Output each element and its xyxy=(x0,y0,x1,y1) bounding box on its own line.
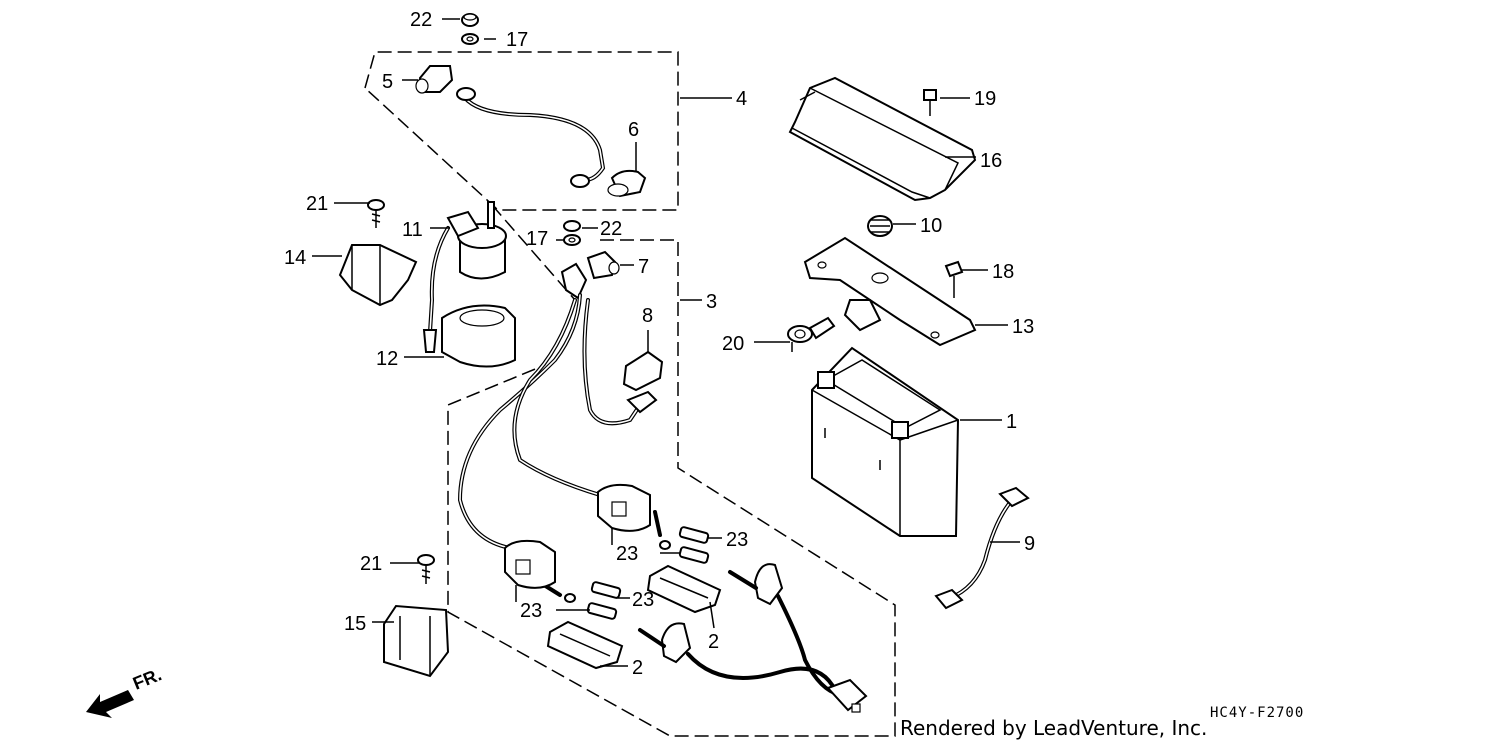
bracket-14 xyxy=(338,244,418,307)
label-16: 16 xyxy=(980,150,1002,172)
wire-harness-3 xyxy=(457,262,662,597)
battery-cover-16 xyxy=(788,76,977,202)
label-1: 1 xyxy=(1006,411,1017,433)
label-23-d: 23 xyxy=(520,600,542,622)
terminal-cover-5 xyxy=(415,65,454,94)
battery-1 xyxy=(811,346,960,537)
screw-21-top xyxy=(367,199,385,228)
group-outline-4 xyxy=(364,51,679,211)
label-12: 12 xyxy=(376,348,398,370)
label-11: 11 xyxy=(402,219,423,241)
nut-22-top xyxy=(461,13,479,27)
solenoid-guide-line xyxy=(491,204,576,301)
fuse-lid-2-upper xyxy=(646,564,722,614)
label-5: 5 xyxy=(382,71,393,93)
label-3: 3 xyxy=(706,291,717,313)
fuse-holder-lower xyxy=(504,539,576,603)
fuse-holder-upper xyxy=(597,483,671,550)
label-6: 6 xyxy=(628,119,639,141)
bolt-18 xyxy=(944,260,964,298)
label-14: 14 xyxy=(284,247,306,269)
label-18: 18 xyxy=(992,261,1014,283)
grommet-10 xyxy=(867,215,893,237)
washer-17-mid xyxy=(563,234,581,246)
band-20 xyxy=(787,316,836,352)
fuse-23-d xyxy=(586,602,618,620)
label-20: 20 xyxy=(722,333,744,355)
direction-label: FR. xyxy=(130,664,164,693)
label-22-top: 22 xyxy=(410,9,432,31)
battery-cable-4 xyxy=(456,87,606,188)
fuse-23-c xyxy=(590,581,622,599)
washer-17-top xyxy=(461,33,479,45)
relay-cover-12 xyxy=(441,304,516,368)
label-17-top: 17 xyxy=(506,29,528,51)
credit-text: Rendered by LeadVenture, Inc. xyxy=(900,716,1208,740)
diagram-code: HC4Y-F2700 xyxy=(1210,705,1305,721)
fuse-23-a xyxy=(678,526,710,544)
label-23-a: 23 xyxy=(726,529,748,551)
label-22-mid: 22 xyxy=(600,218,622,240)
label-9: 9 xyxy=(1024,533,1035,555)
label-17-mid: 17 xyxy=(526,228,548,250)
label-4: 4 xyxy=(736,88,747,110)
fuse-lid-2-lower xyxy=(546,620,624,670)
terminal-cover-7 xyxy=(586,250,620,280)
label-13: 13 xyxy=(1012,316,1034,338)
bolt-19 xyxy=(923,89,937,116)
label-23-c: 23 xyxy=(632,589,654,611)
nut-22-mid xyxy=(563,220,581,232)
terminal-cover-6 xyxy=(607,169,647,198)
label-2-lower: 2 xyxy=(632,657,643,679)
group-outline-3 xyxy=(447,239,896,737)
front-direction-arrow: FR. xyxy=(86,664,164,718)
harness-grommets xyxy=(638,563,868,713)
battery-holder-13 xyxy=(803,236,977,347)
battery-cable-9 xyxy=(934,486,1030,610)
label-21-top: 21 xyxy=(306,193,328,215)
label-7: 7 xyxy=(638,256,649,278)
label-21-lower: 21 xyxy=(360,553,382,575)
connector-cover-8 xyxy=(622,350,664,414)
label-10: 10 xyxy=(920,215,942,237)
screw-21-lower xyxy=(417,554,435,584)
label-23-b: 23 xyxy=(616,543,638,565)
label-15: 15 xyxy=(344,613,366,635)
starter-relay-11 xyxy=(422,201,507,353)
label-2-upper: 2 xyxy=(708,631,719,653)
fuse-23-b xyxy=(678,546,710,564)
clip-15 xyxy=(383,604,450,678)
leader-lines xyxy=(312,18,1020,667)
label-19: 19 xyxy=(974,88,996,110)
label-8: 8 xyxy=(642,305,653,327)
